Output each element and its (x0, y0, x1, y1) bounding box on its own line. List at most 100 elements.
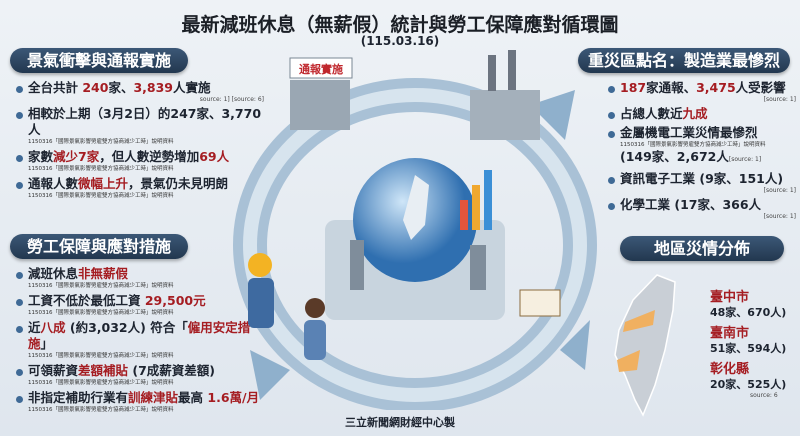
arrow-head-icon (560, 320, 590, 370)
item-text: 占總人數近九成 (620, 106, 796, 122)
list-item: 相較於上期（3月2日）的247家、3,770人 1150316「國際景氣影響勞雇雙… (14, 106, 264, 146)
highlight-text: 29,500元 (144, 293, 206, 308)
highlight-text: 非無薪假 (78, 266, 129, 281)
text-segment: ，但人數逆勢增加 (99, 149, 200, 164)
text-segment: 占總人數近 (620, 106, 683, 121)
highlight-text: 3,475 (696, 80, 736, 95)
citation: 1150316「國際景氣影響勞雇雙方協商減少工時」說明資料 (28, 193, 174, 199)
page-title: 最新減班休息（無薪假）統計與勞工保障應對循環圖 (181, 14, 619, 36)
text-segment: 減班休息 (28, 266, 79, 281)
text-segment: 家通報、 (646, 80, 697, 95)
region-taichung (623, 310, 655, 332)
list-item: 資訊電子工業 (9家、151人)[source: 1] (606, 171, 796, 194)
source-note: source: 6 (750, 392, 778, 399)
item-text: (149家、2,672人[source: 1] (620, 149, 796, 168)
taiwan-icon (403, 175, 429, 240)
text-segment: 非指定補助行業有 (28, 390, 129, 405)
source-note: [source: 1] (728, 156, 762, 163)
citation: 1150316「國際景氣影響勞雇雙方協商減少工時」說明資料 (28, 407, 174, 413)
text-segment: 資訊電子工業 (9家、151人) (620, 171, 784, 186)
text-segment: ，景氣仍未見明朗 (128, 176, 229, 191)
highlight-text: 僱用安定措施 (28, 320, 251, 351)
source-note: source: 1] [source: 6] (199, 96, 264, 103)
citation: 1150316「國際景氣影響勞雇雙方協商減少工時」說明資料 (28, 380, 174, 386)
list-item: 近八成 (約3,032人) 符合「僱用安定措施」1150316「國際景氣影響勞雇… (14, 320, 269, 360)
text-segment: (約3,032人) 符合「 (65, 320, 188, 335)
item-text: 全台共計 240家、3,839人實施 (28, 80, 264, 96)
factory-icon (470, 90, 540, 140)
book-icon (519, 289, 561, 317)
citation: 1150316「國際景氣影響勞雇雙方協商減少工時」說明資料 (620, 142, 766, 148)
highlight-text: 訓練津貼 (128, 390, 179, 405)
arrow-head-icon (250, 350, 290, 400)
city-stats: 51家、594人) (710, 342, 787, 355)
citation: 1150316「國際景氣影響勞雇雙方協商減少工時」說明資料 (28, 139, 174, 145)
item-text: 近八成 (約3,032人) 符合「僱用安定措施」 (28, 320, 269, 352)
section-header-impact: 景氣衝擊與通報實施 (10, 48, 188, 73)
text-segment: 家數 (28, 149, 54, 164)
highlight-text: 240 (82, 80, 109, 95)
item-text: 金屬機電工業災情最慘烈 (620, 125, 796, 141)
text-segment: (7成薪資差額) (128, 363, 216, 378)
highlight-text: 差額補貼 (78, 363, 129, 378)
item-text: 相較於上期（3月2日）的247家、3,770人 (28, 106, 264, 138)
manufacturing-list: 187家通報、3,475人受影響[source: 1]占總人數近九成金屬機電工業… (606, 80, 796, 223)
text-segment: 金屬機電工業災情最慘烈 (620, 125, 758, 140)
highlight-text: 187 (620, 80, 647, 95)
item-text: 化學工業 (17家、366人 (620, 197, 796, 213)
highlight-text: 微幅上升 (78, 176, 129, 191)
cycle-illustration: 通報實施 (233, 50, 597, 410)
item-text: 家數減少7家，但人數逆勢增加69人 (28, 149, 264, 165)
text-segment: 」 (40, 336, 54, 351)
highlight-text: 八成 (40, 320, 66, 335)
item-text: 資訊電子工業 (9家、151人) (620, 171, 796, 187)
item-text: 可領薪資差額補貼 (7成薪資差額) (28, 363, 269, 379)
date-subtitle: (115.03.16) (360, 34, 440, 48)
highlight-text: 減少7家 (53, 149, 100, 164)
text-segment: 可領薪資 (28, 363, 79, 378)
citation: 1150316「國際景氣影響勞雇雙方協商減少工時」說明資料 (28, 283, 174, 289)
source-note: [source: 1] (763, 187, 796, 194)
item-text: 187家通報、3,475人受影響 (620, 80, 796, 96)
section-header-manufacturing: 重災區點名：製造業最慘烈 (578, 48, 790, 73)
item-text: 減班休息非無薪假 (28, 266, 269, 282)
text-segment: (149家、2,672人 (620, 149, 729, 164)
notice-sign: 通報實施 (299, 62, 343, 76)
list-item: 占總人數近九成 (606, 106, 796, 122)
source-note: [source: 1] (763, 213, 796, 220)
building-icon (290, 80, 350, 130)
highlight-text: 1.6萬/月 (207, 390, 260, 405)
text-segment: 人受影響 (735, 80, 786, 95)
text-segment: 家、 (108, 80, 134, 95)
text-segment: 化學工業 (17家、366人 (620, 197, 762, 212)
city-stats: 48家、670人) (710, 306, 787, 319)
text-segment: 最高 (178, 390, 208, 405)
text-segment: 工資不低於最低工資 (28, 293, 145, 308)
text-segment: 人實施 (173, 80, 211, 95)
list-item: 187家通報、3,475人受影響[source: 1] (606, 80, 796, 103)
highlight-text: 3,839 (133, 80, 174, 95)
arrow-head-icon (530, 90, 575, 140)
list-item: 化學工業 (17家、366人[source: 1] (606, 197, 796, 220)
citation: 1150316「國際景氣影響勞雇雙方協商減少工時」說明資料 (28, 310, 174, 316)
text-segment: 相較於上期（3月2日）的247家、3,770人 (28, 106, 262, 137)
list-item: 可領薪資差額補貼 (7成薪資差額)1150316「國際景氣影響勞雇雙方協商減少工… (14, 363, 269, 387)
text-segment: 全台共計 (28, 80, 83, 95)
source-note: [source: 1] (763, 96, 796, 103)
item-text: 工資不低於最低工資 29,500元 (28, 293, 269, 309)
citation: 1150316「國際景氣影響勞雇雙方協商減少工時」說明資料 (28, 353, 174, 359)
highlight-text: 九成 (682, 106, 708, 121)
list-item: 金屬機電工業災情最慘烈 1150316「國際景氣影響勞雇雙方協商減少工時」說明資料… (606, 125, 796, 168)
item-text: 非指定補助行業有訓練津貼最高 1.6萬/月 (28, 390, 269, 406)
item-text: 通報人數微幅上升，景氣仍未見明朗 (28, 176, 264, 192)
city-name: 臺南市 (710, 326, 750, 341)
